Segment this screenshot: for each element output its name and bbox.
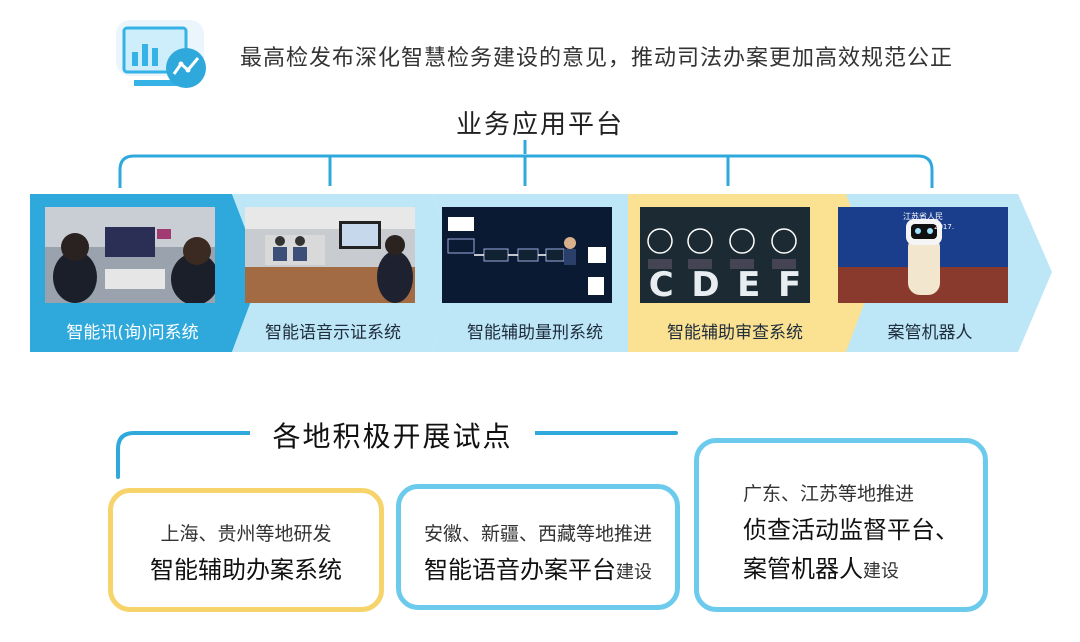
system-image-review: C D E F — [640, 207, 810, 303]
header-title: 最高检发布深化智慧检务建设的意见，推动司法办案更加高效规范公正 — [240, 46, 954, 71]
robot-banner-text: 江苏省人民 — [903, 212, 943, 221]
review-letter: C — [648, 265, 674, 303]
pilot-card-line1: 上海、贵州等地研发 — [160, 523, 332, 545]
pilot-card-line2: 智能辅助办案系统 — [150, 556, 342, 584]
platform-title: 业务应用平台 — [455, 110, 624, 140]
system-image-interrogation — [45, 207, 215, 303]
pilot-card-line1: 安徽、新疆、西藏等地推进 — [423, 523, 652, 545]
system-label-sentencing: 智能辅助量刑系统 — [467, 323, 603, 343]
pilot-card-line2: 智能语音办案平台 — [424, 556, 616, 584]
system-image-voice-evidence — [245, 207, 415, 303]
system-label-voice-evidence: 智能语音示证系统 — [265, 323, 401, 343]
pilot-card-anhui: 安徽、新疆、西藏等地推进 智能语音办案平台建设 — [396, 484, 680, 610]
review-letter: D — [691, 265, 720, 303]
pilot-card-line1: 广东、江苏等地推进 — [743, 483, 915, 505]
system-label-robot: 案管机器人 — [887, 323, 973, 343]
system-image-sentencing — [442, 207, 612, 303]
pilot-title: 各地积极开展试点 — [250, 415, 535, 455]
review-letter: E — [737, 265, 761, 303]
pilot-card-line2: 侦查活动监督平台、 — [743, 516, 959, 544]
pilot-card-shanghai: 上海、贵州等地研发 智能辅助办案系统 — [108, 488, 384, 612]
system-label-interrogation: 智能讯(询)问系统 — [66, 323, 199, 343]
pilot-card-suffix: 建设 — [863, 561, 899, 582]
monitor-chart-icon — [116, 20, 206, 88]
robot-banner-year: 2017. — [934, 223, 955, 231]
system-image-robot: 江苏省人民 2017. — [838, 207, 1008, 303]
review-letter: F — [777, 265, 802, 303]
pilot-card-guangdong: 广东、江苏等地推进 侦查活动监督平台、 案管机器人建设 — [694, 438, 988, 612]
pilot-card-suffix: 建设 — [616, 562, 652, 583]
pilot-bracket — [116, 431, 678, 479]
system-label-review: 智能辅助审查系统 — [667, 323, 803, 343]
pilot-card-line3: 案管机器人 — [743, 555, 863, 583]
tree-connector — [118, 140, 934, 188]
